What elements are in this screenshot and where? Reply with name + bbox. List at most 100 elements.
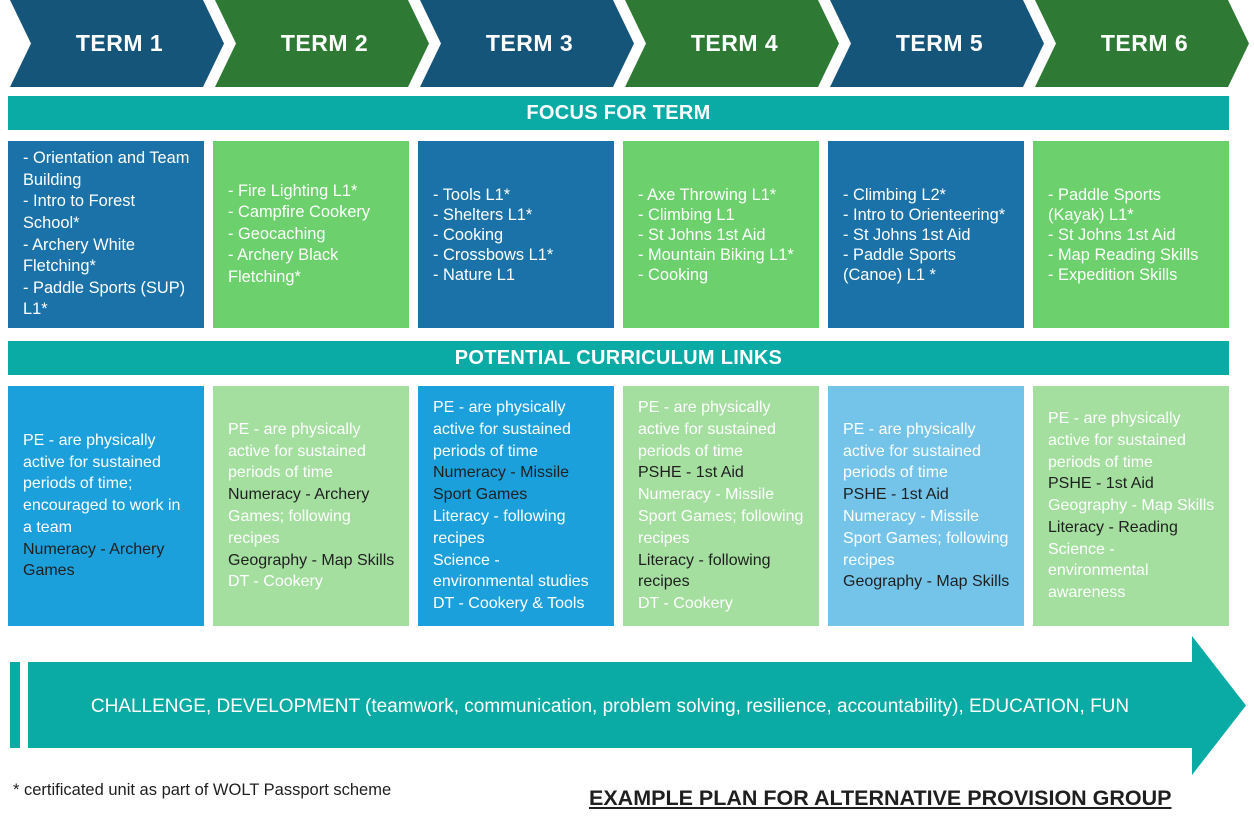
- values-arrow: [10, 636, 1246, 775]
- term-4-label: TERM 4: [690, 30, 779, 56]
- curriculum-line: Numeracy - Archery: [228, 486, 370, 504]
- curriculum-line: PE - are physically active for sustained…: [1048, 409, 1186, 471]
- curriculum-heading: POTENTIAL CURRICULUM LINKS: [454, 346, 783, 369]
- curriculum-line: PSHE - 1st Aid: [1048, 475, 1154, 493]
- term-1: TERM 1: [23, 0, 216, 87]
- focus-item: - Cooking: [638, 265, 709, 284]
- term-5-label: TERM 5: [895, 30, 984, 56]
- focus-box-term-3: - Tools L1* - Shelters L1* - Cooking - C…: [418, 141, 614, 328]
- term-5: TERM 5: [843, 0, 1036, 87]
- curriculum-heading-band: POTENTIAL CURRICULUM LINKS: [8, 341, 1229, 375]
- term-3-label: TERM 3: [485, 30, 574, 56]
- focus-item: - Expedition Skills: [1048, 265, 1178, 284]
- curriculum-box-term-6: PE - are physically active for sustained…: [1033, 386, 1229, 626]
- focus-list-term-4: - Axe Throwing L1* - Climbing L1 - St Jo…: [638, 185, 794, 285]
- focus-item: - Orientation and Team Building: [23, 149, 190, 189]
- focus-item: - Climbing L2*: [843, 185, 946, 204]
- term-chevron-row: TERM 1 TERM 2 TERM 3 TERM 4 TERM 5 TERM …: [10, 0, 1254, 87]
- focus-heading-band: FOCUS FOR TERM: [8, 96, 1229, 130]
- focus-box-term-4: - Axe Throwing L1* - Climbing L1 - St Jo…: [623, 141, 819, 328]
- focus-heading: FOCUS FOR TERM: [526, 101, 711, 124]
- footnote: * certificated unit as part of WOLT Pass…: [13, 781, 392, 799]
- curriculum-line: Science - environmental studies: [433, 551, 589, 591]
- curriculum-line: Geography - Map Skills: [843, 573, 1010, 591]
- term-3-chevron: [420, 0, 634, 87]
- curriculum-line: Numeracy - Missile Sport Games; followin…: [843, 508, 1009, 569]
- term-1-chevron: [10, 0, 224, 87]
- focus-box-term-2: - Fire Lighting L1* - Campfire Cookery -…: [213, 141, 409, 328]
- term-2: TERM 2: [228, 0, 421, 87]
- curriculum-box-term-3: PE - are physically active for sustained…: [418, 386, 614, 626]
- curriculum-text-term-2: PE - are physically active for sustained…: [228, 419, 397, 593]
- focus-item: - Fire Lighting L1*: [228, 181, 358, 200]
- term-6: TERM 6: [1048, 0, 1241, 87]
- curriculum-line: PE - are physically active for sustained…: [433, 399, 571, 460]
- focus-list-term-5: - Climbing L2* - Intro to Orienteering* …: [843, 185, 1010, 285]
- focus-item: - Crossbows L1*: [433, 245, 554, 264]
- arrow-caption: CHALLENGE, DEVELOPMENT (teamwork, commun…: [90, 696, 1130, 717]
- focus-item: - Paddle Sports (Canoe) L1 *: [843, 245, 956, 284]
- curriculum-line: PE - are physically active for sustained…: [638, 399, 776, 460]
- curriculum-box-term-4: PE - are physically active for sustained…: [623, 386, 819, 626]
- curriculum-line: DT - Cookery & Tools: [433, 595, 585, 613]
- curriculum-line: DT - Cookery: [228, 573, 323, 591]
- curriculum-line: Games; following recipes: [228, 508, 351, 547]
- focus-list-term-3: - Tools L1* - Shelters L1* - Cooking - C…: [433, 185, 553, 285]
- term-4: TERM 4: [638, 0, 831, 87]
- term-6-label: TERM 6: [1100, 30, 1189, 56]
- curriculum-line: PE - are physically active for sustained…: [843, 420, 981, 482]
- footer-title: EXAMPLE PLAN FOR ALTERNATIVE PROVISION G…: [589, 786, 1172, 810]
- focus-item: - St Johns 1st Aid: [1048, 225, 1176, 244]
- focus-box-term-1: - Orientation and Team Building - Intro …: [8, 141, 204, 328]
- term-2-chevron: [215, 0, 429, 87]
- focus-box-term-6: - Paddle Sports (Kayak) L1* - St Johns 1…: [1033, 141, 1229, 328]
- focus-list-term-1: - Orientation and Team Building - Intro …: [23, 148, 190, 321]
- focus-item: - St Johns 1st Aid: [638, 225, 766, 244]
- focus-item: - Archery White Fletching*: [23, 235, 136, 276]
- focus-box-term-5: - Climbing L2* - Intro to Orienteering* …: [828, 141, 1024, 328]
- arrow-tail-bar: [10, 662, 20, 748]
- curriculum-line: Numeracy - Archery Games: [23, 540, 165, 580]
- focus-item: - Campfire Cookery: [228, 203, 371, 222]
- focus-item: - Nature L1: [433, 265, 515, 284]
- focus-item: - Cooking: [433, 225, 504, 244]
- curriculum-text-term-5: PE - are physically active for sustained…: [843, 419, 1012, 593]
- curriculum-line: Science - environmental awareness: [1048, 540, 1149, 602]
- focus-item: - Paddle Sports (Kayak) L1*: [1048, 185, 1161, 224]
- focus-item: - Mountain Biking L1*: [638, 245, 794, 264]
- focus-item: - Map Reading Skills: [1048, 245, 1199, 264]
- focus-item: - Geocaching: [228, 224, 326, 243]
- focus-list-term-6: - Paddle Sports (Kayak) L1* - St Johns 1…: [1048, 185, 1215, 285]
- focus-item: - Tools L1*: [433, 185, 511, 204]
- term-6-chevron: [1035, 0, 1249, 87]
- curriculum-text-term-1: PE - are physically active for sustained…: [23, 430, 192, 583]
- focus-list-term-2: - Fire Lighting L1* - Campfire Cookery -…: [228, 181, 395, 289]
- curriculum-box-term-2: PE - are physically active for sustained…: [213, 386, 409, 626]
- curriculum-line: PE - are physically active for sustained…: [228, 420, 366, 482]
- focus-item: - St Johns 1st Aid: [843, 225, 971, 244]
- curriculum-text-term-4: PE - are physically active for sustained…: [638, 397, 807, 615]
- curriculum-line: Literacy - following recipes: [638, 551, 771, 591]
- curriculum-line: PSHE - 1st Aid: [843, 486, 949, 504]
- curriculum-line: DT - Cookery: [638, 595, 733, 613]
- focus-item: - Intro to Orienteering*: [843, 205, 1006, 224]
- focus-item: - Intro to Forest School*: [23, 192, 136, 232]
- term-chevron-shapes: [10, 0, 1249, 87]
- curriculum-line: PSHE - 1st Aid: [638, 464, 744, 482]
- curriculum-line: Geography - Map Skills: [228, 551, 395, 569]
- curriculum-line: PE - are physically active for sustained…: [23, 431, 181, 536]
- curriculum-text-term-3: PE - are physically active for sustained…: [433, 397, 602, 615]
- focus-item: - Paddle Sports (SUP) L1*: [23, 278, 186, 319]
- focus-item: - Archery Black Fletching*: [228, 246, 339, 286]
- term-1-label: TERM 1: [75, 30, 164, 56]
- curriculum-box-term-1: PE - are physically active for sustained…: [8, 386, 204, 626]
- term-4-chevron: [625, 0, 839, 87]
- arrow-body: [28, 636, 1246, 775]
- curriculum-line: Literacy - Reading: [1048, 518, 1178, 536]
- focus-item: - Axe Throwing L1*: [638, 185, 777, 204]
- term-5-chevron: [830, 0, 1044, 87]
- focus-item: - Shelters L1*: [433, 205, 533, 224]
- curriculum-box-term-5: PE - are physically active for sustained…: [828, 386, 1024, 626]
- term-3: TERM 3: [433, 0, 626, 87]
- focus-item: - Climbing L1: [638, 205, 735, 224]
